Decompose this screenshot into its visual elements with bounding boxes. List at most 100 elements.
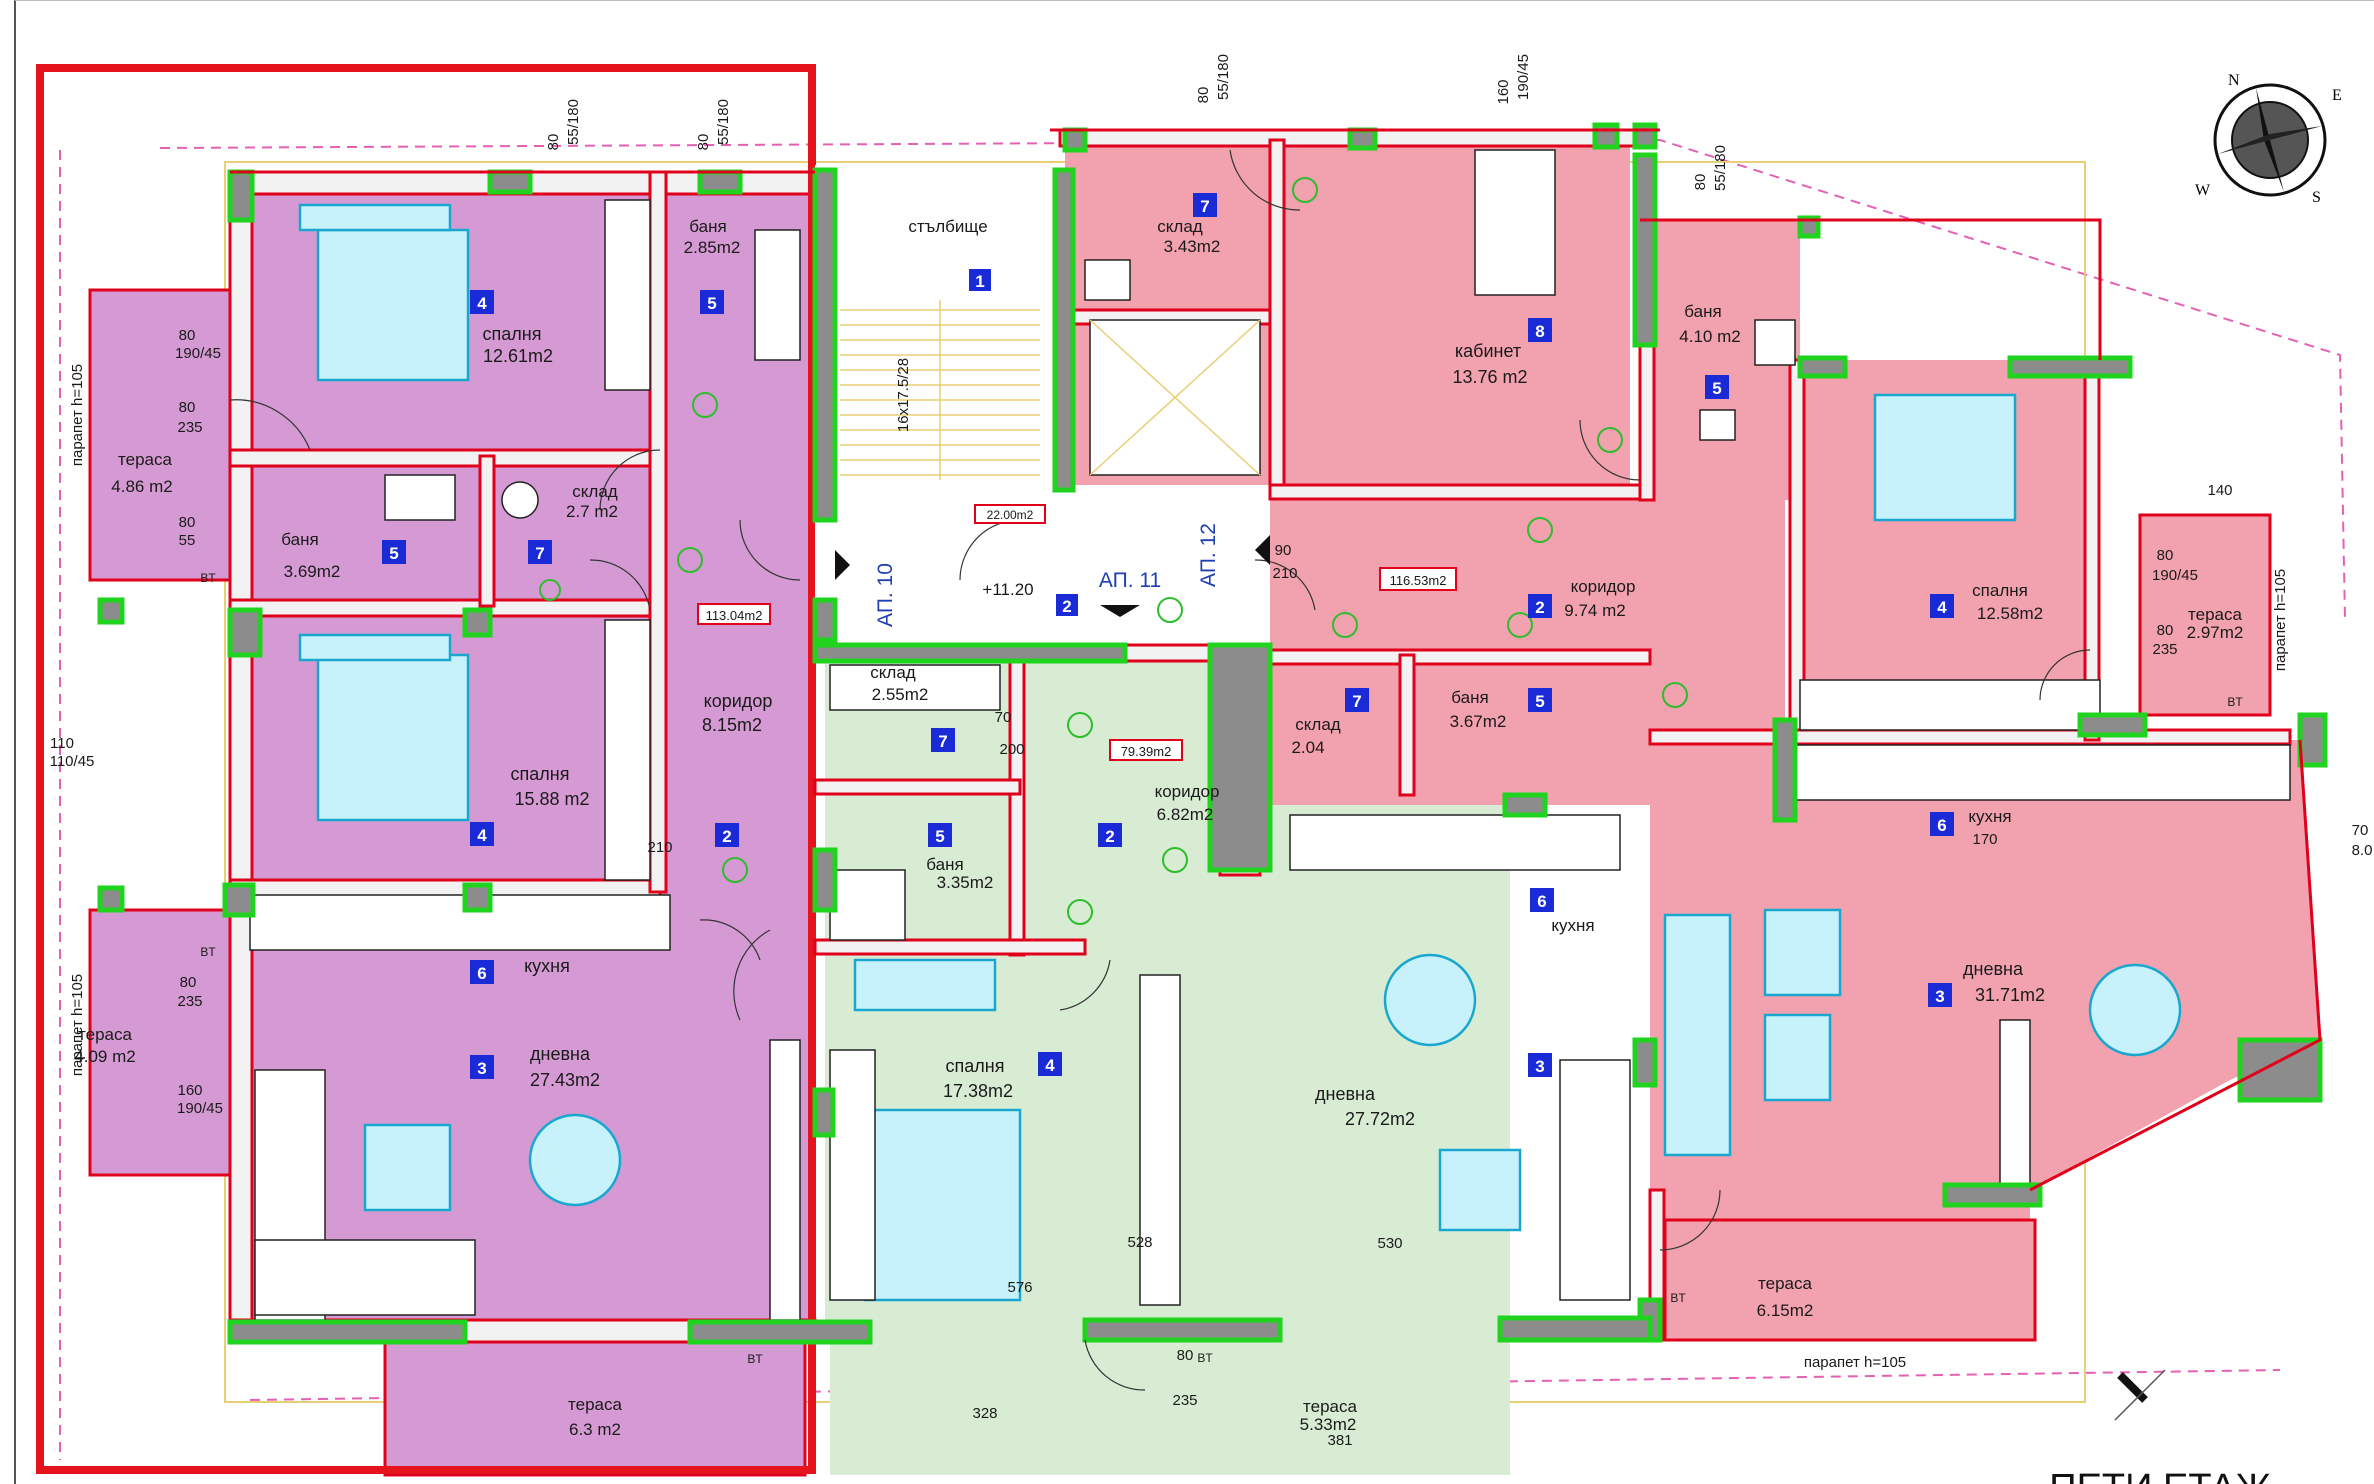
ap12-study: 8 кабинет 13.76 m2 bbox=[1452, 318, 1552, 387]
ap10-bedroom-2: спалня 15.88 m2 4 bbox=[470, 764, 590, 846]
ap11-living: дневна 27.72m2 3 bbox=[1315, 1053, 1552, 1129]
ap10-kitchen: 6 кухня bbox=[470, 956, 570, 984]
svg-text:8: 8 bbox=[1535, 322, 1544, 341]
svg-text:баня: баня bbox=[281, 530, 318, 549]
svg-text:6.15m2: 6.15m2 bbox=[1757, 1301, 1814, 1320]
svg-text:90: 90 bbox=[1275, 542, 1292, 559]
svg-text:190/45: 190/45 bbox=[1515, 54, 1532, 100]
structural-columns bbox=[97, 122, 2328, 1345]
outer-walls bbox=[230, 128, 2322, 1192]
svg-text:спалня: спалня bbox=[483, 324, 542, 344]
ap12-storage-1: 7 склад 3.43m2 bbox=[1157, 193, 1220, 256]
ap11-terrace: тераса 5.33m2 bbox=[1300, 1397, 1358, 1434]
svg-text:80: 80 bbox=[1177, 1347, 1194, 1364]
parapet-labels: парапет h=105 парапет h=105 парапет h=10… bbox=[69, 364, 2289, 1371]
svg-text:6: 6 bbox=[477, 964, 486, 983]
svg-text:4: 4 bbox=[1045, 1056, 1055, 1075]
svg-text:70: 70 bbox=[995, 709, 1012, 726]
apartment-area-tags: 113.04m2 79.39m2 116.53m2 22.00m2 bbox=[697, 504, 1457, 761]
dimensions: 80 55/180 80 55/180 80 55/180 160 190/45… bbox=[50, 54, 2373, 1449]
apartment-11-area: 79.39m2 bbox=[1121, 744, 1172, 759]
svg-text:тераса: тераса bbox=[1303, 1397, 1357, 1416]
staircase-area: 22.00m2 bbox=[987, 508, 1034, 522]
svg-text:13.76 m2: 13.76 m2 bbox=[1452, 367, 1527, 387]
apartment-11-label: АП. 11 bbox=[1099, 569, 1161, 592]
svg-text:170: 170 bbox=[1972, 831, 1997, 848]
svg-text:BT: BT bbox=[1197, 1351, 1213, 1365]
svg-text:парапет h=105: парапет h=105 bbox=[69, 364, 86, 466]
bt-markers: BT BT BT BT BT BT bbox=[200, 571, 2243, 1366]
svg-text:200: 200 bbox=[999, 741, 1024, 758]
apartment-entrances: АП. 10 АП. 12 АП. 11 +11.20 bbox=[835, 523, 1270, 627]
svg-text:5: 5 bbox=[1535, 692, 1544, 711]
svg-text:баня: баня bbox=[926, 855, 963, 874]
ap10-terrace-3: тераса 6.3 m2 bbox=[568, 1395, 622, 1439]
svg-text:коридор: коридор bbox=[1571, 577, 1636, 596]
svg-text:80: 80 bbox=[180, 974, 197, 991]
svg-text:576: 576 bbox=[1007, 1279, 1032, 1296]
level-mark: +11.20 bbox=[982, 580, 1033, 599]
svg-text:210: 210 bbox=[1272, 565, 1297, 582]
svg-text:баня: баня bbox=[1684, 302, 1721, 321]
svg-text:2: 2 bbox=[722, 827, 731, 846]
svg-text:тераса: тераса bbox=[78, 1025, 132, 1044]
svg-text:тераса: тераса bbox=[118, 450, 172, 469]
apartment-10-label: АП. 10 bbox=[874, 563, 897, 627]
svg-text:дневна: дневна bbox=[1963, 959, 2024, 979]
svg-text:17.38m2: 17.38m2 bbox=[943, 1081, 1013, 1101]
svg-text:528: 528 bbox=[1127, 1234, 1152, 1251]
svg-text:12.61m2: 12.61m2 bbox=[483, 346, 553, 366]
svg-text:7: 7 bbox=[938, 732, 947, 751]
ap11-rooms: склад 2.55m2 7 5 баня 3.35m2 коридор 6.8… bbox=[870, 663, 1594, 1434]
svg-text:3.67m2: 3.67m2 bbox=[1450, 712, 1507, 731]
svg-text:80: 80 bbox=[179, 514, 196, 531]
svg-text:4: 4 bbox=[1937, 598, 1947, 617]
svg-text:коридор: коридор bbox=[1155, 782, 1220, 801]
stairs-dim: 16x17.5/28 bbox=[895, 358, 912, 432]
svg-text:BT: BT bbox=[747, 1352, 763, 1366]
svg-text:55/180: 55/180 bbox=[1712, 145, 1729, 191]
svg-text:BT: BT bbox=[1670, 1291, 1686, 1305]
apartment-12-label: АП. 12 bbox=[1197, 523, 1220, 587]
apartment-10 bbox=[88, 170, 817, 1477]
ap12-corridor: коридор 9.74 m2 2 bbox=[1528, 577, 1635, 620]
svg-text:тераса: тераса bbox=[568, 1395, 622, 1414]
svg-text:склад: склад bbox=[1157, 217, 1203, 236]
svg-text:3.35m2: 3.35m2 bbox=[937, 873, 994, 892]
ap11-bath: 5 баня 3.35m2 bbox=[926, 823, 993, 892]
svg-text:2.85m2: 2.85m2 bbox=[684, 238, 741, 257]
svg-text:6.82m2: 6.82m2 bbox=[1157, 805, 1214, 824]
svg-text:12.58m2: 12.58m2 bbox=[1977, 604, 2043, 623]
svg-text:спалня: спалня bbox=[1972, 581, 2028, 600]
ap10-bath-1: баня 2.85m2 5 bbox=[684, 217, 741, 314]
ap10-bedroom-1: 4 спалня 12.61m2 bbox=[470, 290, 553, 366]
ap10-terrace-1: тераса 4.86 m2 bbox=[111, 450, 172, 496]
svg-text:3: 3 bbox=[1535, 1057, 1544, 1076]
svg-text:140: 140 bbox=[2207, 482, 2232, 499]
svg-text:80: 80 bbox=[695, 134, 712, 151]
ap10-living: 3 дневна 27.43m2 bbox=[470, 1044, 600, 1090]
svg-text:27.43m2: 27.43m2 bbox=[530, 1070, 600, 1090]
svg-text:3: 3 bbox=[1935, 987, 1944, 1006]
svg-text:328: 328 bbox=[972, 1405, 997, 1422]
ap12-terrace-2: тераса 6.15m2 bbox=[1757, 1274, 1814, 1320]
svg-text:спалня: спалня bbox=[946, 1056, 1005, 1076]
svg-text:4.09 m2: 4.09 m2 bbox=[74, 1047, 135, 1066]
svg-text:склад: склад bbox=[1295, 715, 1341, 734]
svg-text:235: 235 bbox=[177, 993, 202, 1010]
svg-text:тераса: тераса bbox=[2188, 605, 2242, 624]
ap11-corridor: коридор 6.82m2 2 bbox=[1098, 782, 1219, 847]
svg-text:баня: баня bbox=[1451, 688, 1488, 707]
svg-text:70: 70 bbox=[2352, 822, 2369, 839]
landing-number: 2 bbox=[1062, 597, 1071, 616]
svg-text:7: 7 bbox=[1352, 692, 1361, 711]
apartment-12-area: 116.53m2 bbox=[1390, 573, 1447, 588]
svg-text:4.86 m2: 4.86 m2 bbox=[111, 477, 172, 496]
svg-text:2: 2 bbox=[1535, 598, 1544, 617]
ap10-terrace-2: тераса 4.09 m2 bbox=[74, 1025, 135, 1066]
svg-text:55/180: 55/180 bbox=[715, 99, 732, 145]
svg-text:80: 80 bbox=[179, 327, 196, 344]
svg-text:5.33m2: 5.33m2 bbox=[1300, 1415, 1357, 1434]
svg-text:4: 4 bbox=[477, 294, 487, 313]
